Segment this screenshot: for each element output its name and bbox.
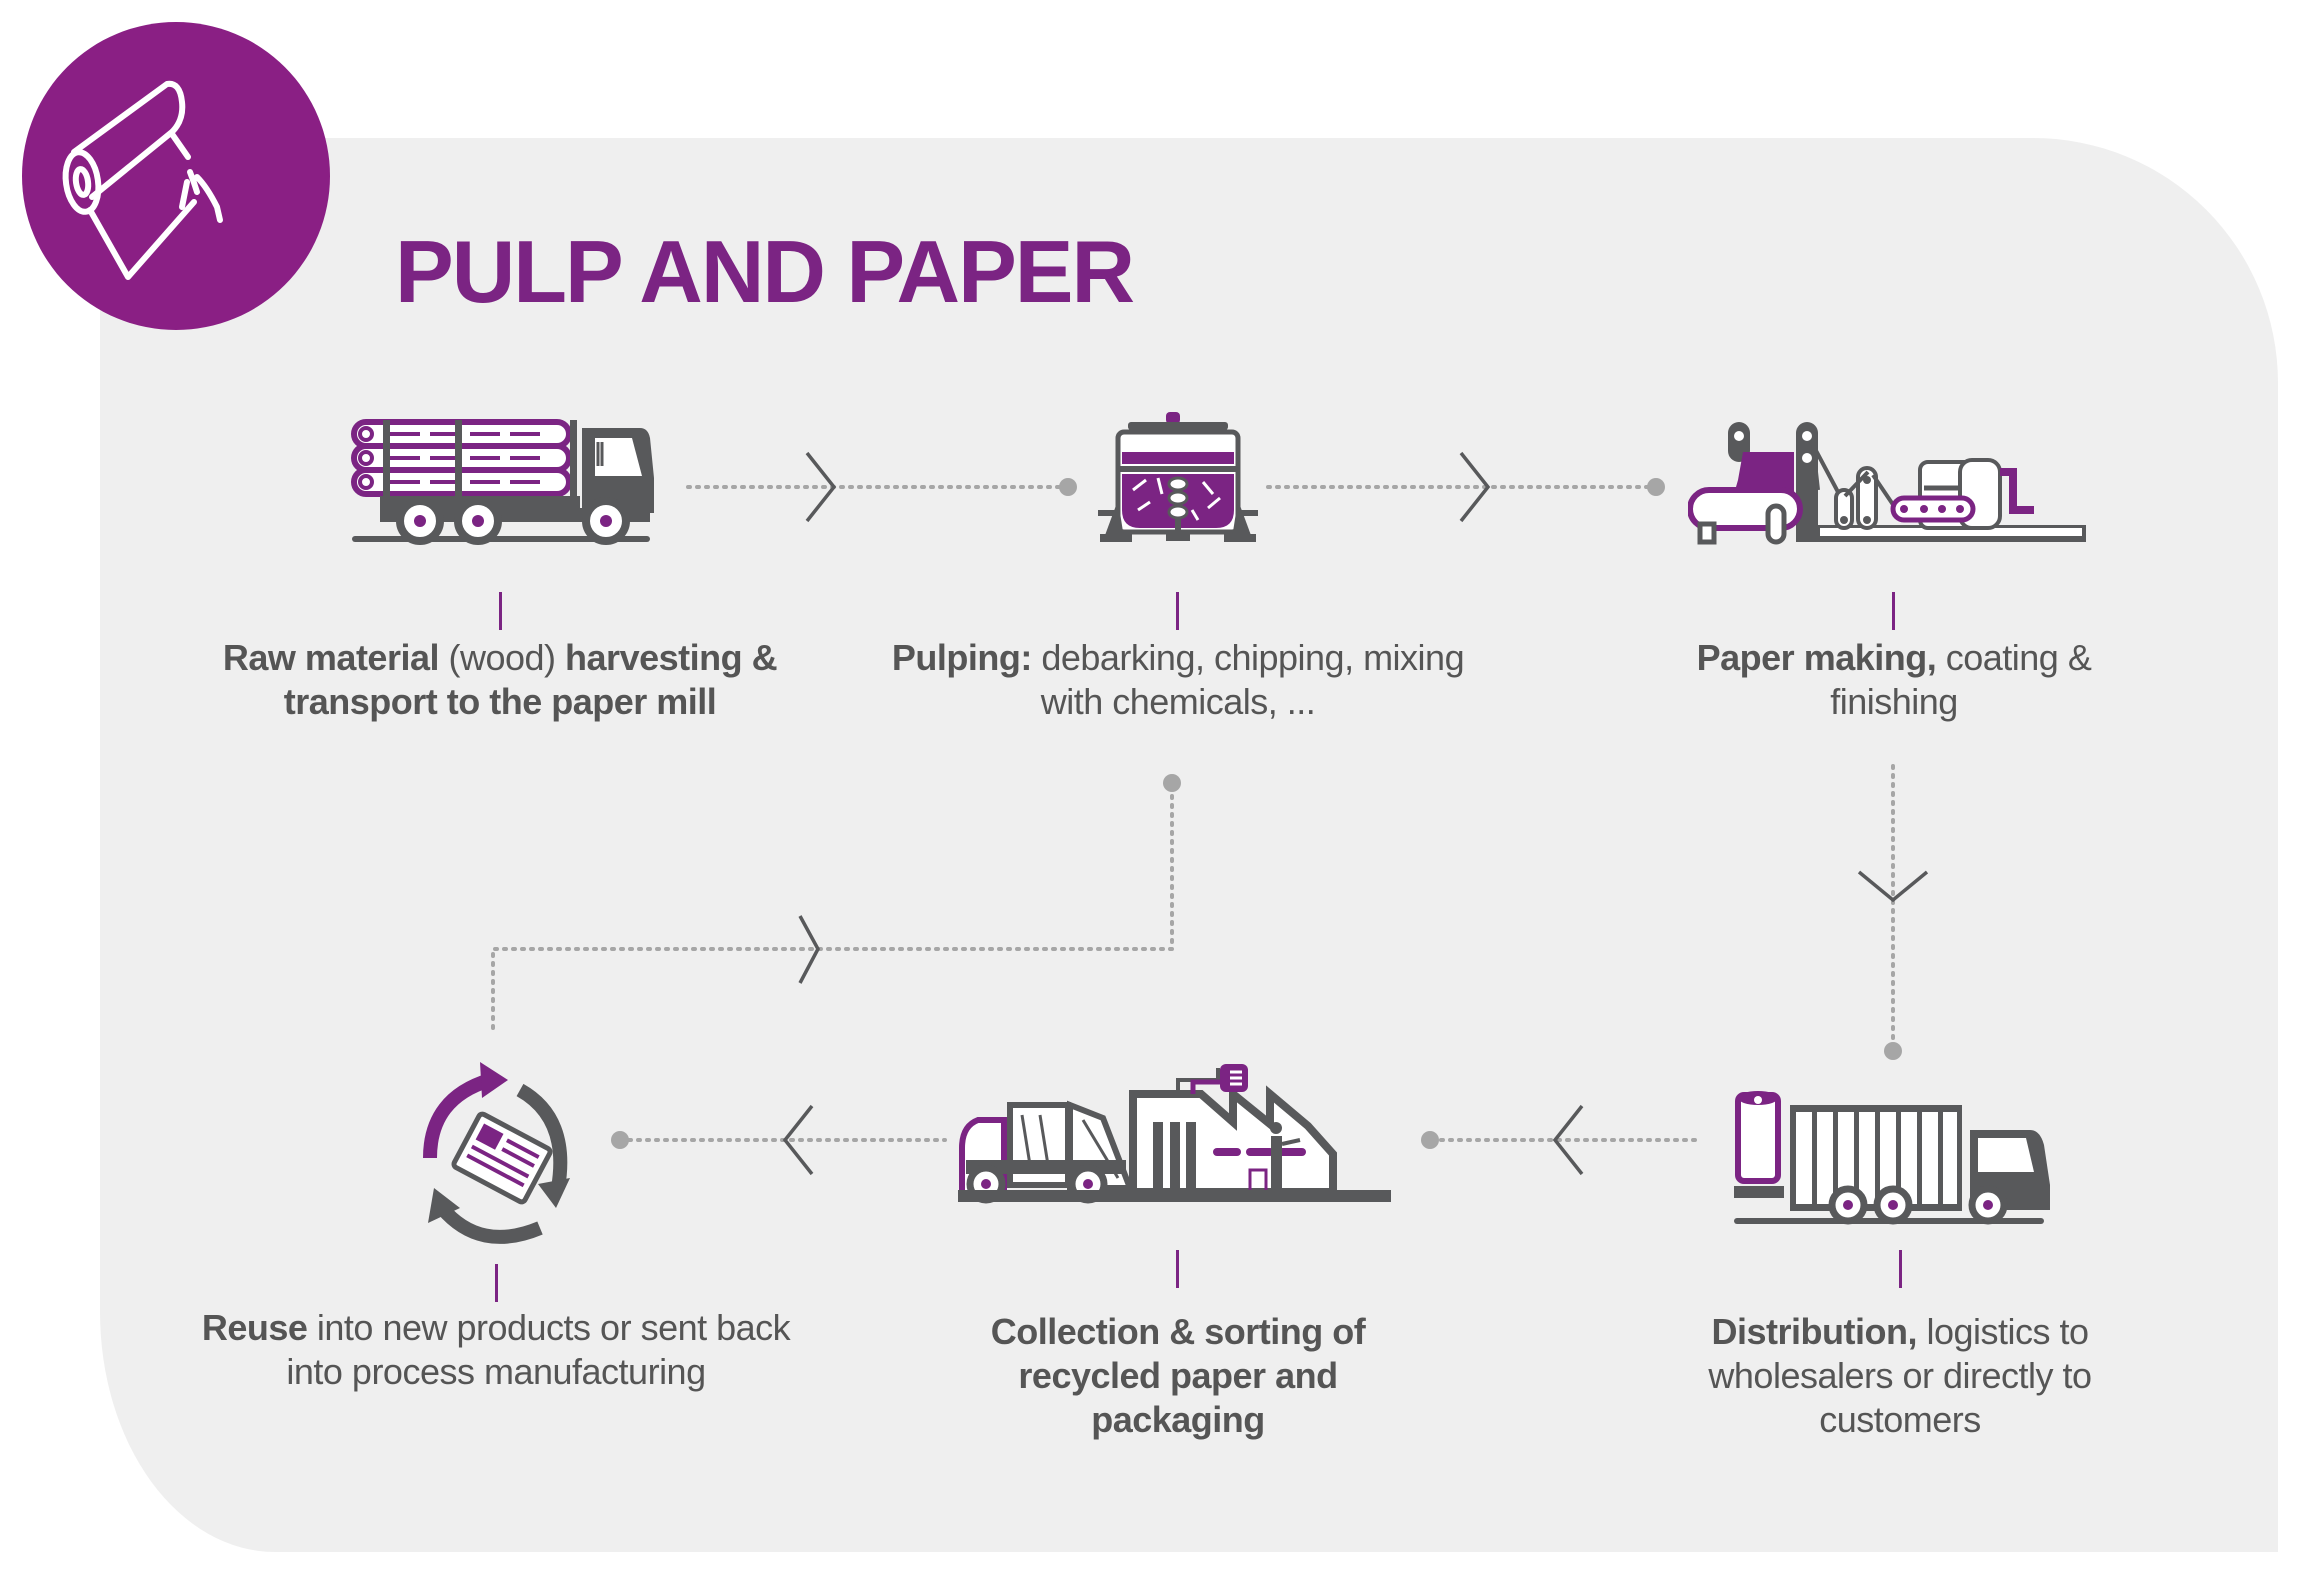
chevron-left-icon [782, 1104, 814, 1176]
step-paper-making-icon [1687, 420, 2088, 550]
step-paper-making-label: Paper making, coating & finishing [1574, 636, 2214, 724]
background-panel [100, 138, 2278, 1552]
step-distribution-icon [1730, 1090, 2060, 1235]
connector-end-dot [1884, 1042, 1902, 1060]
step-title: Collection & sorting of recycled paper a… [990, 1311, 1366, 1440]
step-title: Reuse [201, 1307, 308, 1348]
step-collection-tick [1176, 1250, 1179, 1288]
step-title: Pulping: [891, 637, 1032, 678]
step-pulping-icon [1098, 410, 1258, 550]
chevron-down-icon [1857, 870, 1929, 903]
step-reuse-tick [495, 1264, 498, 1302]
step-pulping-label: Pulping: debarking, chipping, mixing wit… [858, 636, 1498, 724]
page-title: PULP AND PAPER [395, 222, 1135, 321]
step-raw-material-label: Raw material (wood) harvesting & transpo… [180, 636, 820, 724]
step-reuse-label: Reuse into new products or sent back int… [176, 1306, 816, 1394]
recycle-arrows-icon [423, 1062, 570, 1244]
step-description: coating & finishing [1830, 637, 2092, 722]
recycling-facility-icon [958, 1064, 1391, 1204]
connector-end-dot [611, 1131, 629, 1149]
paper-machine-icon [1687, 422, 2086, 545]
step-raw-material-tick [499, 592, 502, 630]
step-raw-material-icon [350, 418, 655, 553]
step-collection-label: Collection & sorting of recycled paper a… [858, 1310, 1498, 1442]
step-collection-icon [958, 1060, 1393, 1215]
step-title-continued: harvesting & transport to the paper mill [283, 637, 778, 722]
step-title: Paper making, [1696, 637, 1937, 678]
step-pulping-tick [1176, 592, 1179, 630]
step-description: debarking, chipping, mixing with chemica… [1031, 637, 1465, 722]
pulp-digester-icon [1098, 412, 1258, 542]
step-description: into new products or sent back into proc… [286, 1307, 791, 1392]
connector-reuse-to-pulping [491, 781, 1174, 1030]
log-truck-icon [351, 419, 654, 545]
connector-end-dot [1647, 478, 1665, 496]
connector-end-dot [1059, 478, 1077, 496]
chevron-right-icon [1459, 451, 1491, 523]
step-distribution-label: Distribution, logistics to wholesalers o… [1580, 1310, 2220, 1442]
step-description: (wood) [439, 637, 566, 678]
paper-roll-icon [62, 80, 223, 280]
step-paper-making-tick [1892, 592, 1895, 630]
connector-end-dot [1163, 774, 1181, 792]
delivery-truck-icon [1734, 1091, 2050, 1225]
step-reuse-icon [410, 1058, 590, 1253]
chevron-right-icon [798, 915, 820, 984]
chevron-left-icon [1552, 1104, 1584, 1176]
step-description: logistics to wholesalers or directly to … [1708, 1311, 2092, 1440]
category-badge [22, 22, 330, 330]
chevron-right-icon [805, 451, 837, 523]
step-distribution-tick [1899, 1250, 1902, 1288]
step-title: Distribution, [1711, 1311, 1917, 1352]
step-title: Raw material [222, 637, 440, 678]
connector-end-dot [1421, 1131, 1439, 1149]
